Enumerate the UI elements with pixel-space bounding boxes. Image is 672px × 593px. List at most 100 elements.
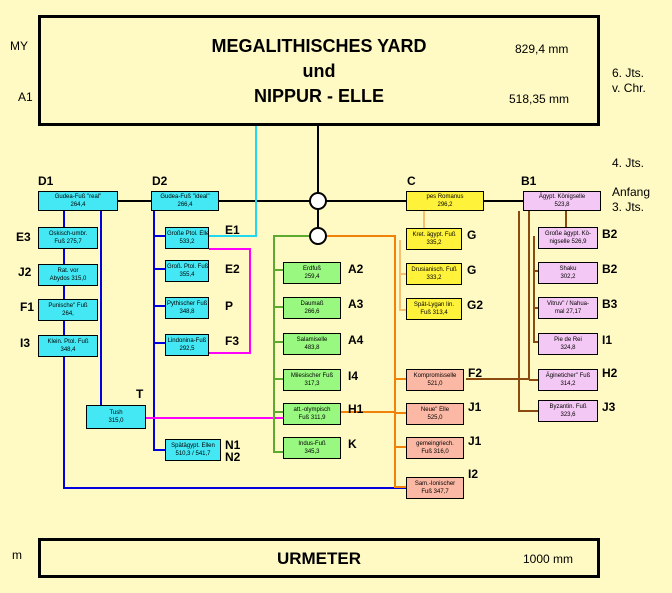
header-frame: MEGALITHISCHES YARD und NIPPUR - ELLE 82…	[38, 15, 600, 126]
label-d1: D1	[38, 174, 54, 188]
box-b2-grosse-koenigselle: Große ägypt. Kö-nigselle 526,9	[538, 227, 598, 249]
box-b2-shaku: Shaku 302,2	[538, 262, 598, 284]
label-e2: E2	[225, 262, 240, 276]
header-value-bottom: 518,35 mm	[509, 92, 570, 106]
box-e1-line2: 533,2	[179, 239, 195, 245]
box-f3-line2: 292,5	[179, 346, 195, 352]
label-b2-1: B2	[602, 227, 618, 241]
box-e3-line2: Fuß 275,7	[54, 239, 82, 245]
label-j1-2: J1	[468, 434, 482, 448]
label-a4: A4	[348, 333, 364, 347]
box-g2-spaet: Spät-Lygan Iin.Fuß 313,4	[406, 298, 462, 320]
header-title-line1: MEGALITHISCHES YARD	[211, 36, 427, 56]
box-e2-line2: 355,4	[179, 272, 195, 278]
label-k: K	[348, 437, 357, 451]
box-h2-line1: Ägineticher" Fuß	[545, 373, 591, 379]
box-a3-line2: 266,6	[304, 309, 320, 315]
blue-connectors	[63, 211, 406, 489]
box-j3-line2: 323,6	[560, 412, 576, 418]
label-g-1: G	[467, 228, 477, 242]
brown-connectors	[466, 211, 567, 412]
box-d1-line2: 264,4	[70, 202, 86, 208]
box-j1a-line1: Neue" Elle	[420, 407, 450, 413]
label-i1: I1	[602, 333, 613, 347]
footer-label-m: m	[12, 548, 22, 562]
timeline-anfang: Anfang	[612, 185, 651, 199]
box-f2-line2: 521,0	[427, 381, 443, 387]
box-j1-gemeingriech: gemeingriech.Fuß 316,0	[406, 437, 464, 459]
box-n: Spätägypt. Ellen 510,3 / 541,7	[165, 439, 221, 461]
junction-circle-lower	[309, 227, 327, 245]
box-g2-line1: Drusianisch. Fuß	[411, 267, 457, 273]
label-i2: I2	[468, 467, 479, 481]
label-a1: A1	[18, 90, 33, 104]
box-j1a-line2: 525,0	[427, 415, 443, 421]
box-b2b-line1: Shaku	[559, 266, 577, 272]
box-i1-line2: 324,8	[560, 345, 576, 351]
box-j3: Byzantin. Fuß 323,6	[538, 400, 598, 422]
box-n-line2: 510,3 / 541,7	[175, 451, 211, 457]
box-h1-line1: att.-olympisch	[293, 407, 331, 413]
timeline-4jts: 4. Jts.	[612, 156, 645, 170]
label-f1: F1	[20, 300, 35, 314]
box-d1-line1: Gudea-Fuß "real"	[54, 194, 102, 200]
footer-value: 1000 mm	[523, 552, 574, 566]
box-b3-line2: mal 27,17	[554, 309, 582, 315]
box-k-line2: 345,3	[304, 449, 320, 455]
timeline-vchr: v. Chr.	[612, 81, 646, 95]
box-i2-line2: Fuß 347,7	[421, 489, 449, 495]
label-i4: I4	[348, 369, 359, 383]
box-d2-gudea-ideal: Gudea-Fuß "ideal"266,4	[151, 191, 219, 211]
box-e1-line1: Große Ptol. Elle	[167, 231, 209, 237]
box-i3-line1: Klein. Ptol. Fuß	[47, 339, 89, 345]
box-a3-line1: Daumaß	[300, 301, 324, 307]
box-n-line1: Spätägypt. Ellen	[171, 443, 215, 449]
box-tush-line1: Tush	[109, 410, 123, 416]
box-b3: Vitruv" / Nahua-mal 27,17	[538, 297, 598, 319]
box-tush-line2: 315,0	[108, 418, 124, 424]
box-j2-line2: Abydos 315,0	[49, 276, 87, 282]
box-e2-line1: Groß. Ptol. Fuß	[167, 264, 209, 270]
peach-connectors	[399, 211, 425, 311]
box-b1-line1: Ägypt. Königselle	[538, 194, 586, 200]
box-e3-line1: Oskisch-umbr.	[48, 231, 88, 237]
label-g-2: G	[467, 263, 477, 277]
box-g3-line1: Spät-Lygan Iin.	[413, 302, 455, 308]
box-j1b-line2: Fuß 316,0	[421, 449, 449, 455]
box-a2-line2: 259,4	[304, 274, 320, 280]
label-b1: B1	[521, 174, 537, 188]
box-c-line1: pes Romanus	[426, 194, 464, 200]
footer-frame: URMETER 1000 mm	[38, 538, 600, 578]
box-j3-line1: Byzantin. Fuß	[549, 404, 587, 410]
box-h2-line2: 314,2	[560, 381, 576, 387]
box-a2-line1: Erdfuß	[302, 266, 321, 272]
green-connectors	[273, 235, 310, 453]
label-p: P	[225, 299, 234, 313]
box-g1-line1: Kret. ägypt. Fuß	[412, 232, 456, 238]
box-j2-line1: Rat. vor	[57, 268, 79, 274]
label-h1: H1	[348, 402, 364, 416]
box-h1-line2: Fuß 311,9	[298, 415, 326, 421]
label-n2: N2	[225, 450, 241, 464]
label-t: T	[136, 387, 144, 401]
header-title-line2: und	[302, 61, 336, 81]
label-g2: G2	[467, 298, 484, 312]
box-b2b-line2: 302,2	[560, 274, 576, 280]
label-h2: H2	[602, 366, 618, 380]
header-value-top: 829,4 mm	[515, 42, 569, 56]
box-j1-neue-elle: Neue" Elle 525,0	[406, 403, 464, 425]
